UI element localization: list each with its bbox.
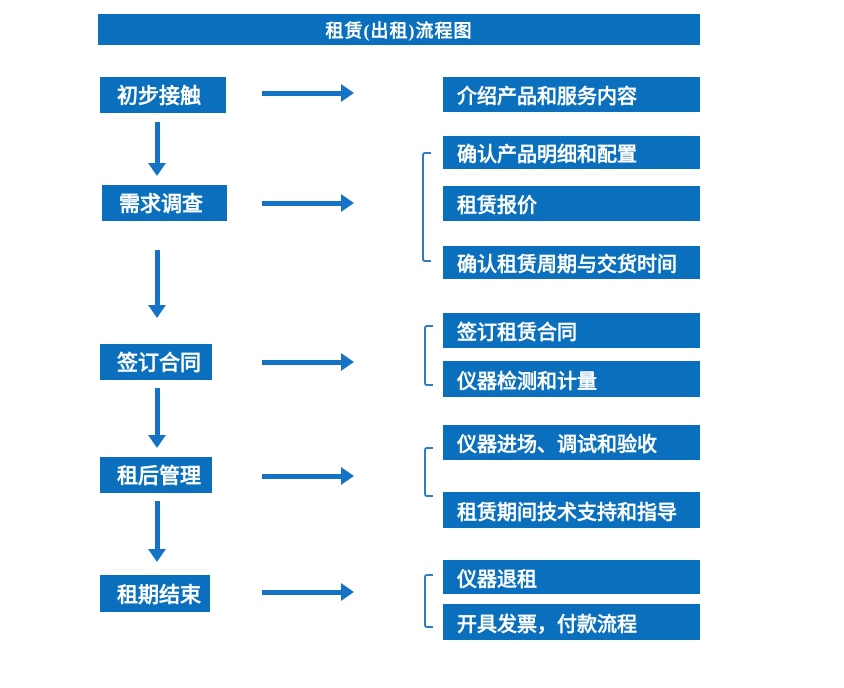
arrow-shaft [155,122,160,164]
detail-box-instrument-testing: 仪器检测和计量 [443,361,700,397]
step-box-rental-end: 租期结束 [100,575,210,612]
arrow-head [341,467,354,485]
detail-box-invoice-payment: 开具发票，付款流程 [443,604,700,640]
group-bracket-rental-end [424,574,433,628]
arrow-shaft [262,590,343,595]
arrow-shaft [155,501,160,550]
arrow-shaft [155,250,160,306]
arrow-shaft [262,201,343,206]
detail-box-rental-quote: 租赁报价 [443,186,700,221]
arrow-head [341,583,354,601]
right-arrow-4 [262,467,354,485]
right-arrow-3 [262,353,354,371]
detail-box-confirm-rental-period: 确认租赁周期与交货时间 [443,246,700,279]
detail-box-technical-support: 租赁期间技术支持和指导 [443,492,700,528]
arrow-head [148,549,166,562]
detail-box-instrument-return: 仪器退租 [443,560,700,594]
page-title: 租赁(出租)流程图 [98,14,700,45]
arrow-shaft [155,388,160,436]
right-arrow-5 [262,583,354,601]
detail-box-confirm-product-details: 确认产品明细和配置 [443,136,700,169]
group-bracket-sign-contract [424,325,433,386]
down-arrow-2 [148,250,166,318]
arrow-shaft [262,360,343,365]
arrow-head [341,84,354,102]
detail-box-sign-rental-contract: 签订租赁合同 [443,313,700,348]
right-arrow-1 [262,84,354,102]
arrow-head [148,163,166,176]
detail-box-instrument-setup: 仪器进场、调试和验收 [443,425,700,460]
step-box-post-rental-management: 租后管理 [100,457,212,493]
arrow-shaft [262,91,343,96]
step-box-initial-contact: 初步接触 [100,77,226,113]
arrow-head [148,435,166,448]
arrow-head [341,194,354,212]
step-box-demand-survey: 需求调查 [102,185,227,221]
arrow-head [341,353,354,371]
right-arrow-2 [262,194,354,212]
arrow-shaft [262,474,343,479]
arrow-head [148,305,166,318]
down-arrow-3 [148,388,166,448]
group-bracket-demand-survey [422,152,431,262]
down-arrow-4 [148,501,166,562]
detail-box-introduce-products: 介绍产品和服务内容 [443,77,700,112]
step-box-sign-contract: 签订合同 [100,344,212,380]
group-bracket-post-rental [424,447,433,497]
down-arrow-1 [148,122,166,176]
